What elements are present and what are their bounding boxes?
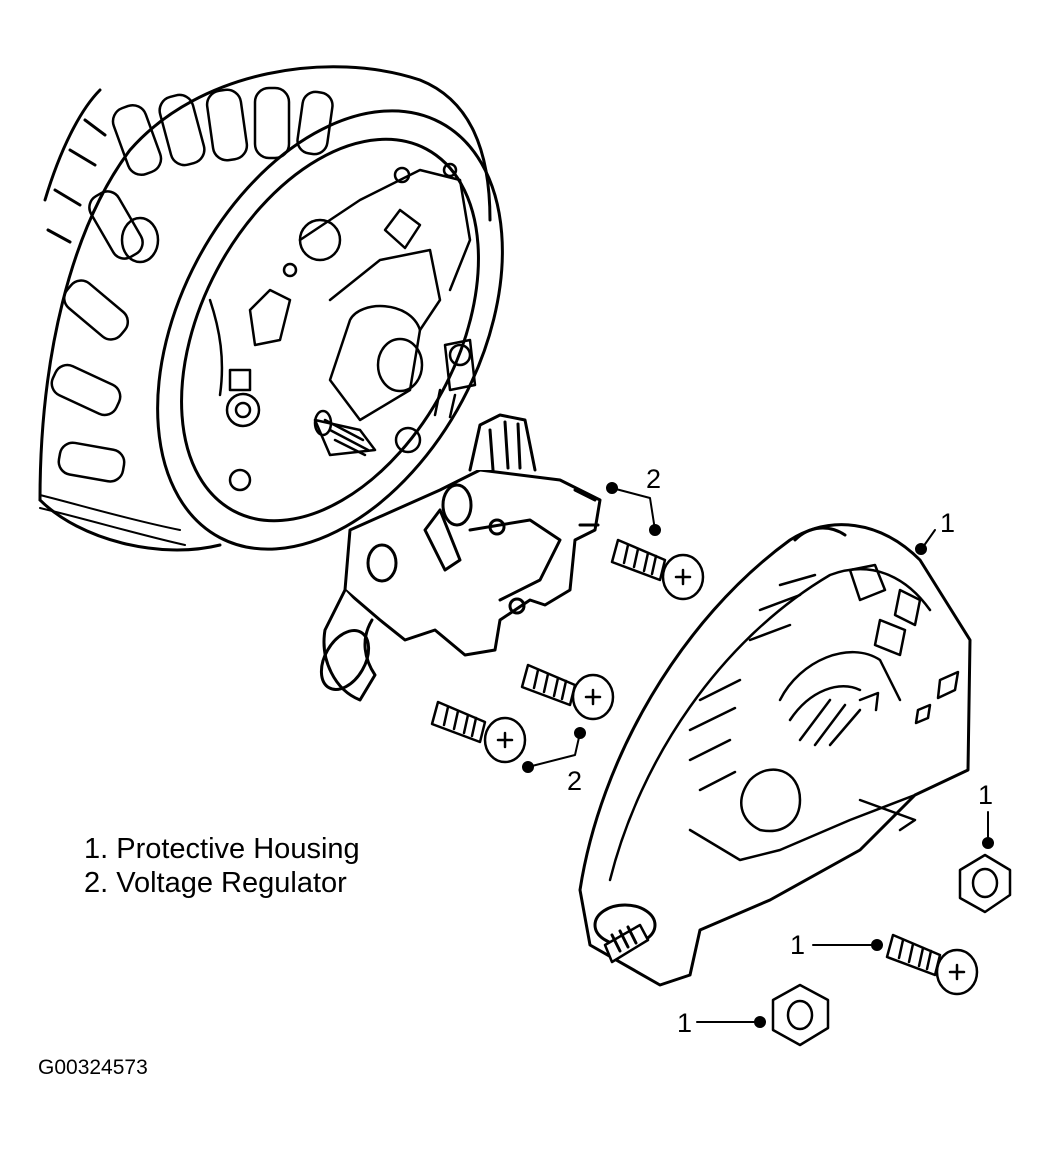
callout-2-bottom: 2 (567, 766, 583, 796)
alternator-body (40, 52, 573, 608)
leader-lines (523, 483, 993, 1027)
housing-fasteners (773, 855, 1010, 1045)
legend-item-protective-housing: 1. Protective Housing (84, 833, 360, 865)
callout-1-nut-bottom: 1 (677, 1008, 693, 1038)
figure-code: G00324573 (38, 1056, 148, 1079)
legend: 1. Protective Housing 2. Voltage Regulat… (84, 832, 360, 900)
callout-1-screw: 1 (790, 930, 806, 960)
protective-housing (580, 525, 970, 985)
legend-item-voltage-regulator: 2. Voltage Regulator (84, 867, 347, 899)
callout-2-top: 2 (646, 464, 662, 494)
regulator-screws (432, 540, 703, 762)
voltage-regulator (312, 415, 600, 700)
callout-1-nut-right: 1 (978, 780, 994, 810)
callout-1-housing: 1 (940, 508, 956, 538)
